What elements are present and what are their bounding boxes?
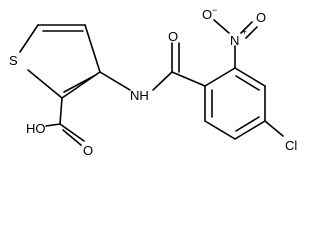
bond-nitro-o-left xyxy=(213,19,230,34)
chlorine-label: Cl xyxy=(285,138,297,153)
bond-c2-carboxyl xyxy=(59,97,63,125)
carboxyl-hydroxyl-label: HO xyxy=(26,121,46,136)
thiophene-ring xyxy=(19,24,101,99)
bond-b4-b5-double xyxy=(235,116,260,132)
bond-nitro-o-right xyxy=(240,21,253,34)
benzene-ring xyxy=(204,67,266,140)
bond-b1-b2 xyxy=(204,67,236,87)
bond-b2-b3 xyxy=(234,67,266,87)
bond-carbonyl-aryl xyxy=(171,71,206,87)
bond-b4-b5 xyxy=(234,120,266,140)
bond-c3-nh xyxy=(99,71,131,91)
amide-oxygen-label: O xyxy=(168,29,178,44)
bond-aryl-cl xyxy=(264,120,284,137)
bond-c4-c3 xyxy=(84,24,101,73)
nitro-oxygen-left-label: O xyxy=(202,7,212,22)
nitro-nitrogen-charge: + xyxy=(242,27,247,37)
nitro-group xyxy=(213,19,258,69)
carboxylic-acid-group xyxy=(45,97,85,146)
bond-c2-s xyxy=(27,69,63,99)
bond-b2-b3-double xyxy=(235,75,260,91)
bond-carboxyl-oh xyxy=(45,123,61,127)
sulfur-label: S xyxy=(9,53,18,68)
bond-carboxyl-o xyxy=(59,123,85,142)
bond-c3-c2-double xyxy=(63,75,95,93)
bond-b5-b6 xyxy=(204,120,236,140)
chemical-structure: S NH O N + O − O HO O Cl xyxy=(9,5,297,158)
amide-linker xyxy=(99,42,206,91)
bond-nh-carbonyl xyxy=(152,71,173,91)
carboxyl-oxygen-label: O xyxy=(83,143,93,158)
amide-nh-label: NH xyxy=(130,88,149,103)
bond-nitro-o-right-double xyxy=(245,26,258,39)
nitro-nitrogen-label: N xyxy=(230,33,239,48)
nitro-oxygen-right-label: O xyxy=(256,10,266,25)
nitro-oxygen-left-charge: − xyxy=(212,5,217,15)
bond-s-c5 xyxy=(19,24,39,53)
bond-carboxyl-o-double xyxy=(62,129,82,146)
